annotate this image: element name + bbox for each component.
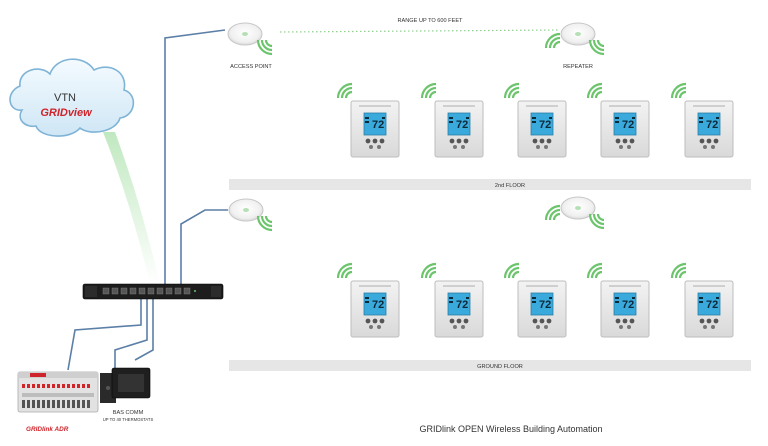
cloud-link-glow [103, 132, 160, 284]
second-floor-bar [229, 179, 751, 190]
thermostat-device [517, 280, 567, 338]
wifi-icon [420, 262, 438, 280]
wifi-icon [670, 262, 688, 280]
wifi-icon [336, 262, 354, 280]
network-switch [82, 283, 224, 300]
thermostat-device [350, 280, 400, 338]
thermostat-device [517, 100, 567, 158]
second-floor-thermostats [336, 82, 734, 158]
network-cables [67, 29, 228, 371]
bas-comm-subtitle: UP TO 40 THERMOSTATS [103, 417, 154, 422]
wifi-icon [544, 204, 562, 222]
thermostat-device [434, 100, 484, 158]
wifi-icon [256, 38, 274, 56]
ground-floor-thermostats [336, 262, 734, 338]
bas-comm-module [100, 367, 151, 403]
second-floor-label: 2nd FLOOR [495, 183, 525, 189]
ground-floor-label: GROUND FLOOR [477, 364, 523, 370]
wifi-icon [544, 32, 562, 50]
wifi-icon [670, 82, 688, 100]
vtn-cloud: VTN GRIDview [9, 58, 135, 137]
diagram-caption: GRIDlink OPEN Wireless Building Automati… [419, 424, 602, 434]
thermostat-device [434, 280, 484, 338]
access-point-label: ACCESS POINT [230, 64, 272, 70]
thermostat-device [684, 280, 734, 338]
thermostat-device [684, 100, 734, 158]
gridview-logo: GRIDview [40, 107, 93, 119]
gridlink-adr-controller [17, 371, 99, 413]
thermostat-device [600, 280, 650, 338]
wifi-icon [420, 82, 438, 100]
access-point-device [227, 22, 263, 46]
vtn-label: VTN [54, 92, 76, 104]
range-dotted-line [279, 29, 561, 33]
thermostat-device [600, 100, 650, 158]
repeater-label: REPEATER [563, 64, 593, 70]
wifi-icon [586, 262, 604, 280]
wifi-icon [586, 82, 604, 100]
gridlink-adr-logo: GRIDlink ADR [26, 426, 69, 433]
wifi-icon [336, 82, 354, 100]
wifi-icon [588, 38, 606, 56]
wifi-icon [256, 214, 274, 232]
wifi-icon [503, 262, 521, 280]
bas-comm-title: BAS COMM [113, 410, 144, 416]
ground-floor-bar [229, 360, 751, 371]
range-label: RANGE UP TO 600 FEET [398, 18, 464, 24]
wifi-icon [503, 82, 521, 100]
wifi-icon [588, 212, 606, 230]
thermostat-device [350, 100, 400, 158]
